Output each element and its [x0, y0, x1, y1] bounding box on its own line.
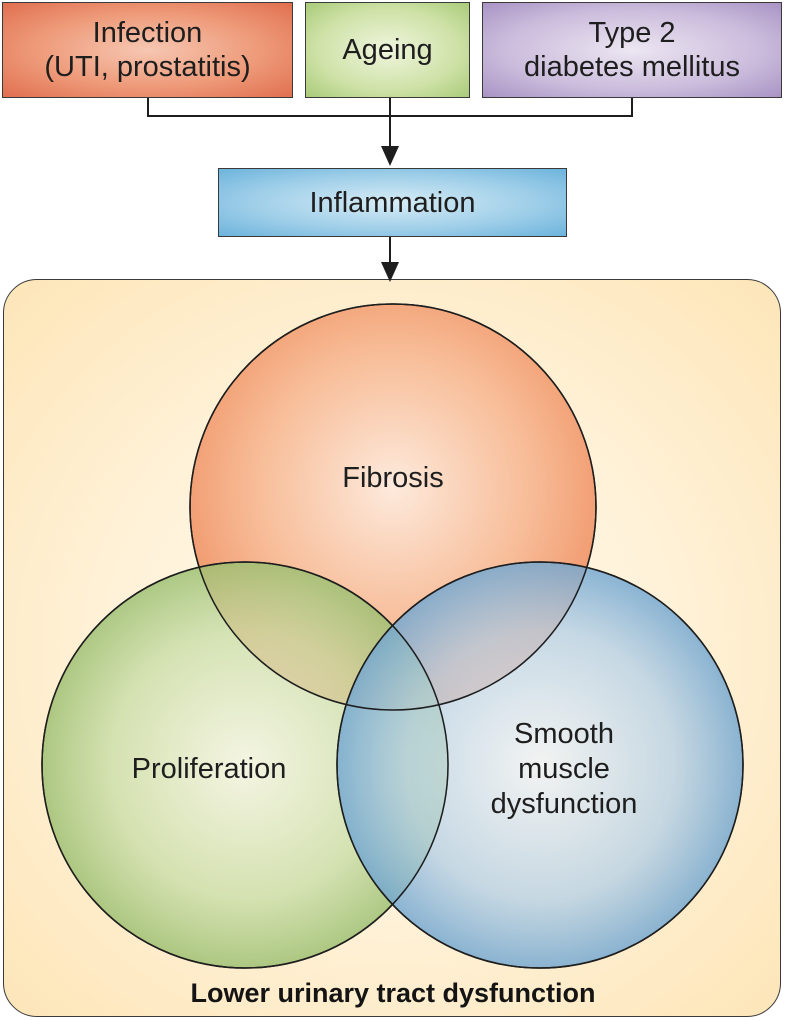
label-smooth-line1: Smooth	[514, 718, 614, 750]
cause-infection-box: Infection (UTI, prostatitis)	[2, 2, 293, 98]
cause-infection-line2: (UTI, prostatitis)	[44, 51, 251, 83]
label-proliferation: Proliferation	[132, 753, 287, 785]
cause-diabetes-line1: Type 2	[588, 17, 676, 49]
connector-diabetes	[390, 98, 633, 117]
circle-outlines	[41, 303, 744, 969]
arrowhead-to-inflammation	[381, 146, 399, 166]
label-smooth-line2: muscle	[518, 753, 610, 785]
cause-diabetes-box: Type 2 diabetes mellitus	[482, 2, 782, 98]
cause-diabetes-line2: diabetes mellitus	[524, 51, 740, 83]
outcome-title: Lower urinary tract dysfunction	[190, 978, 595, 1008]
cause-infection-line1: Infection	[92, 17, 203, 49]
cause-ageing-label: Ageing	[342, 34, 433, 66]
arrowhead-to-outcome	[381, 262, 399, 282]
inflammation-box: Inflammation	[218, 168, 567, 237]
label-fibrosis: Fibrosis	[342, 462, 444, 494]
cause-connectors	[147, 98, 633, 266]
cause-ageing-box: Ageing	[305, 2, 470, 98]
connector-infection	[147, 98, 390, 117]
label-smooth-line3: dysfunction	[491, 788, 638, 820]
inflammation-label: Inflammation	[309, 186, 476, 219]
